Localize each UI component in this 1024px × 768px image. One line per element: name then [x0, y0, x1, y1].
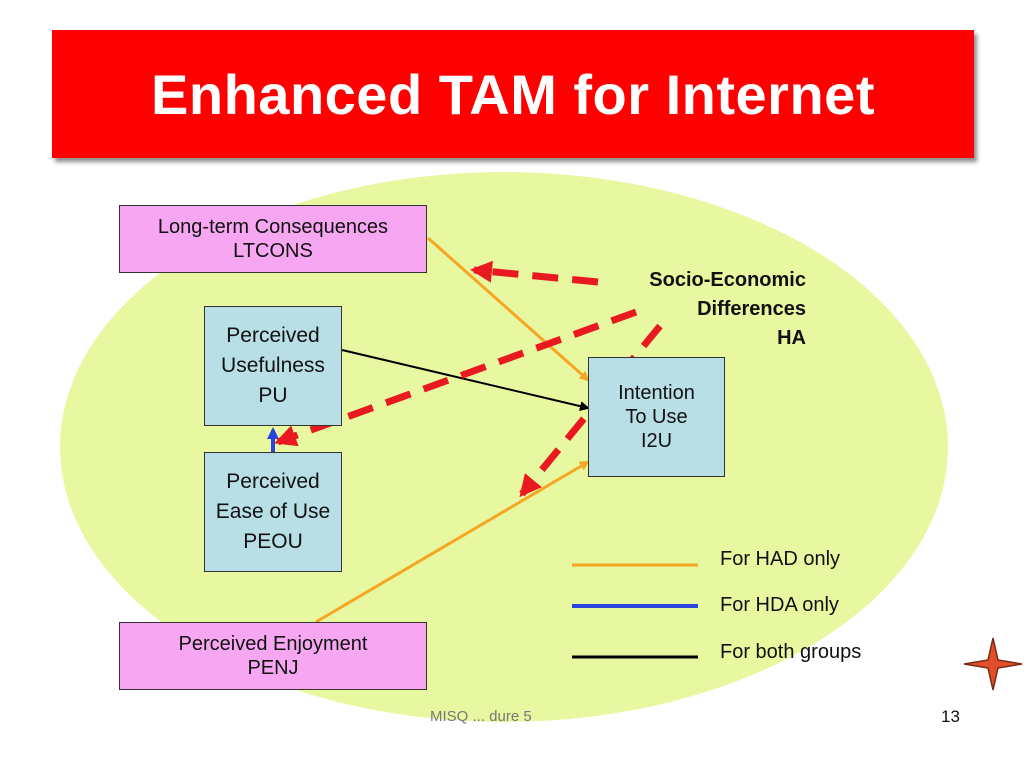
moderator-label: Socio-Economic Differences HA [649, 266, 806, 353]
node-peou-line2: Ease of Use [215, 500, 331, 523]
node-peou-line1: Perceived [226, 470, 320, 493]
node-i2u-code: I2U [640, 430, 673, 452]
edge-ltcons-i2u [427, 236, 590, 382]
star-icon [963, 637, 1023, 691]
moderator-line1: Socio-Economic [649, 269, 806, 291]
node-i2u-line1: Intention [618, 382, 695, 404]
node-penj: Perceived Enjoyment PENJ [119, 622, 427, 690]
node-i2u: Intention To Use I2U [588, 357, 725, 477]
node-ltcons-code: LTCONS [233, 240, 313, 262]
legend-label-had: For HAD only [720, 548, 841, 570]
moderator-arrow-pu [274, 308, 638, 447]
title-banner: Enhanced TAM for Internet [52, 30, 974, 158]
node-pu: Perceived Usefulness PU [204, 306, 342, 426]
footer-text: MISQ ... dure 5 [430, 708, 532, 725]
slide-title: Enhanced TAM for Internet [151, 62, 875, 126]
node-i2u-line2: To Use [625, 406, 688, 428]
moderator-arrow-peou-i2u [519, 323, 663, 498]
moderator-code: HA [777, 327, 806, 349]
node-pu-line2: Usefulness [221, 354, 325, 377]
node-peou: Perceived Ease of Use PEOU [204, 452, 342, 572]
node-penj-code: PENJ [247, 657, 299, 679]
node-pu-code: PU [258, 384, 288, 407]
edge-pu-i2u [341, 349, 590, 412]
moderator-line2: Differences [697, 298, 806, 320]
page-number: 13 [941, 707, 960, 726]
node-ltcons-name: Long-term Consequences [157, 216, 389, 238]
legend-label-hda: For HDA only [720, 594, 839, 616]
legend-label-both: For both groups [720, 641, 862, 663]
edge-penj-i2u [315, 460, 590, 624]
node-penj-name: Perceived Enjoyment [178, 633, 368, 655]
moderator-arrow-ltcons [470, 260, 599, 286]
node-ltcons: Long-term Consequences LTCONS [119, 205, 427, 273]
node-peou-code: PEOU [243, 530, 303, 553]
node-pu-line1: Perceived [226, 324, 320, 347]
